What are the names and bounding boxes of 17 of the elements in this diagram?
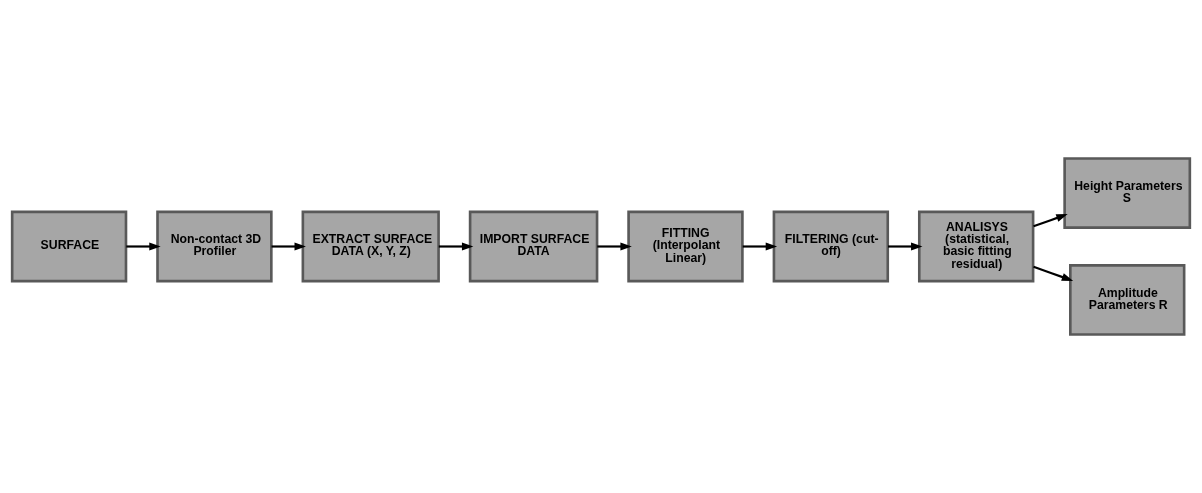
arrow: [742, 242, 778, 251]
arrow: [438, 242, 474, 251]
node-box: Amplitude Parameters R: [1069, 264, 1186, 336]
arrow: [126, 242, 161, 251]
node-box: ANALISYS (statistical, basic fitting residual): [917, 210, 1035, 283]
node-box: SURFACE: [10, 210, 128, 283]
node-box: Height Parameters S: [1063, 157, 1192, 229]
node-box: IMPORT SURFACE DATA: [468, 210, 599, 283]
node-box: Non-contact 3D Profiler: [156, 210, 273, 283]
arrow: [888, 242, 923, 251]
node-box: FITTING (Interpolant Linear): [627, 210, 744, 283]
node-box: EXTRACT SURFACE DATA (X, Y, Z): [301, 210, 440, 283]
arrow: [1033, 265, 1074, 281]
arrow: [597, 242, 632, 251]
node-box: FILTERING (cut-off): [772, 210, 890, 283]
arrow: [271, 242, 306, 251]
arrow: [1033, 214, 1068, 228]
